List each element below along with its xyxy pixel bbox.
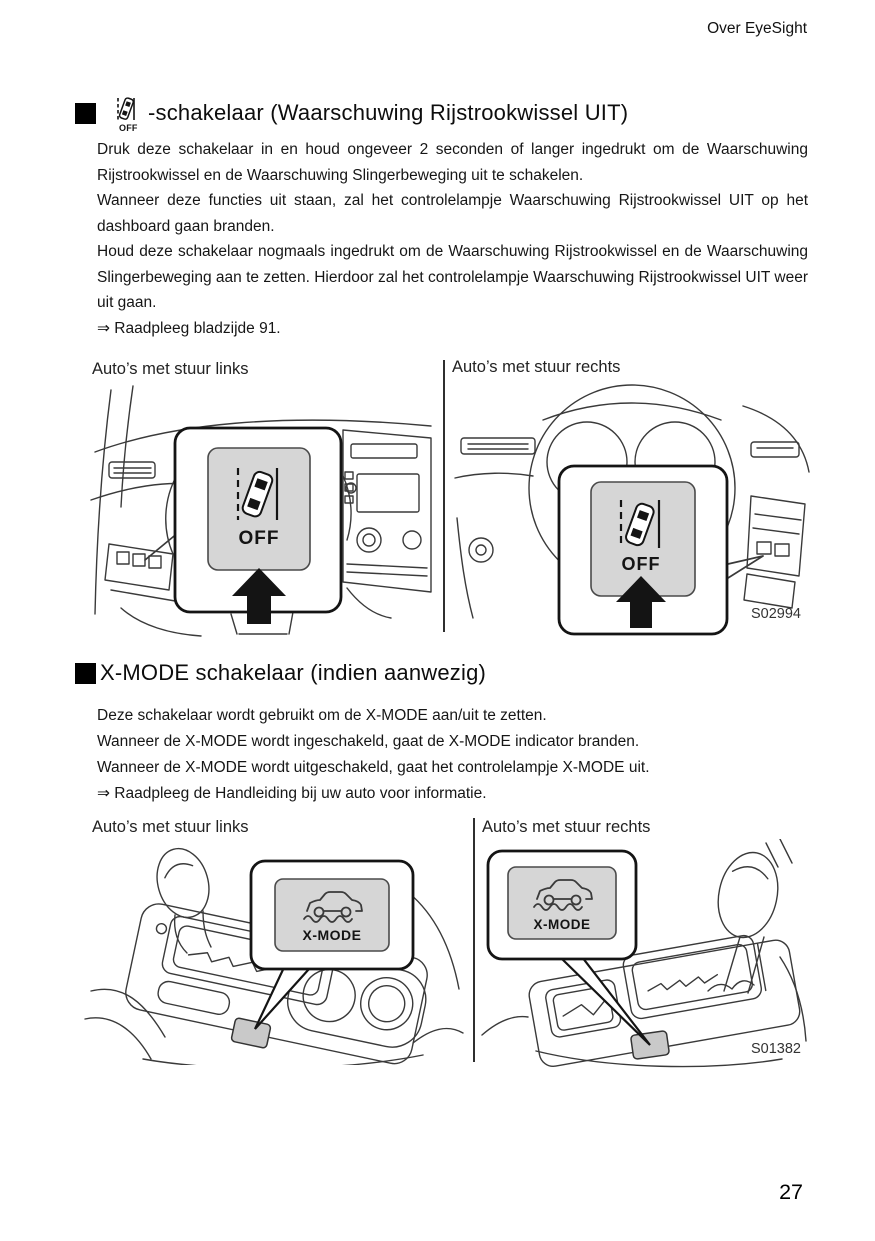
xmode-button-label: X-MODE bbox=[534, 917, 591, 932]
illustration-dashboard-lhd: OFF bbox=[90, 385, 432, 637]
suv-icon bbox=[303, 891, 363, 923]
figure-code: S02994 bbox=[751, 606, 801, 622]
lane-departure-off-icon: OFF bbox=[236, 468, 280, 549]
page-reference: ⇒ Raadpleeg bladzijde 91. bbox=[97, 319, 281, 337]
xmode-console-button bbox=[230, 1017, 272, 1049]
running-header: Over EyeSight bbox=[707, 20, 807, 37]
figure-xmode-switch: Auto’s met stuur links Auto’s met stuur … bbox=[75, 815, 807, 1068]
ldw-icon-off-text: OFF bbox=[119, 123, 138, 133]
switch-callout: OFF bbox=[173, 426, 343, 624]
figure-code: S01382 bbox=[751, 1041, 801, 1057]
illustration-console-lhd: X-MODE bbox=[84, 847, 464, 1065]
figure-left-label: Auto’s met stuur links bbox=[92, 818, 249, 836]
figure-right-label: Auto’s met stuur rechts bbox=[482, 818, 651, 836]
lane-departure-off-icon: OFF bbox=[619, 500, 661, 574]
figure-divider bbox=[443, 360, 445, 632]
section2-body: Deze schakelaar wordt gebruikt om de X-M… bbox=[97, 703, 808, 807]
switch-callout: X-MODE bbox=[486, 849, 651, 1046]
paragraph: Druk deze schakelaar in en houd ongeveer… bbox=[97, 141, 808, 184]
xmode-button bbox=[274, 878, 390, 952]
page-number: 27 bbox=[779, 1180, 803, 1204]
suv-icon bbox=[533, 879, 593, 911]
up-arrow-icon bbox=[232, 568, 286, 624]
figure-divider bbox=[473, 818, 475, 1062]
paragraph: Houd deze schakelaar nogmaals ingedrukt … bbox=[97, 243, 808, 311]
illustration-console-rhd: X-MODE bbox=[481, 839, 807, 1068]
section1-body: Druk deze schakelaar in en houd ongeveer… bbox=[97, 137, 808, 341]
off-button-label: OFF bbox=[239, 528, 280, 549]
heading-square-marker bbox=[75, 662, 96, 684]
paragraph: Deze schakelaar wordt gebruikt om de X-M… bbox=[97, 707, 547, 724]
xmode-button bbox=[507, 866, 617, 940]
figure-right-label: Auto’s met stuur rechts bbox=[452, 358, 621, 376]
paragraph: Wanneer de X-MODE wordt ingeschakeld, ga… bbox=[97, 733, 640, 750]
console-sketch bbox=[481, 839, 807, 1068]
paragraph: Wanneer de X-MODE wordt uitgeschakeld, g… bbox=[97, 759, 650, 776]
switch-callout: X-MODE bbox=[249, 859, 415, 1030]
figure-ldw-switch: Auto’s met stuur links Auto’s met stuur … bbox=[75, 358, 810, 642]
switch-callout: OFF bbox=[557, 464, 729, 636]
heading-square-marker bbox=[75, 102, 96, 124]
xmode-button-label: X-MODE bbox=[303, 927, 362, 943]
section1-heading-text: -schakelaar (Waarschuwing Rijstrookwisse… bbox=[148, 100, 629, 125]
up-arrow-icon bbox=[616, 576, 666, 628]
lane-departure-off-icon: OFF bbox=[117, 97, 138, 133]
paragraph: Wanneer deze functies uit staan, zal het… bbox=[97, 192, 808, 235]
off-button-label: OFF bbox=[622, 554, 661, 574]
section2-heading: X-MODE schakelaar (indien aanwezig) bbox=[75, 660, 486, 686]
illustration-dashboard-rhd: OFF bbox=[454, 384, 810, 636]
figure-left-label: Auto’s met stuur links bbox=[92, 360, 249, 378]
page-reference: ⇒ Raadpleeg de Handleiding bij uw auto v… bbox=[97, 785, 487, 802]
section2-heading-text: X-MODE schakelaar (indien aanwezig) bbox=[100, 660, 487, 685]
section1-heading: OFF -schakelaar (Waarschuwing Rijstrookw… bbox=[75, 92, 628, 134]
